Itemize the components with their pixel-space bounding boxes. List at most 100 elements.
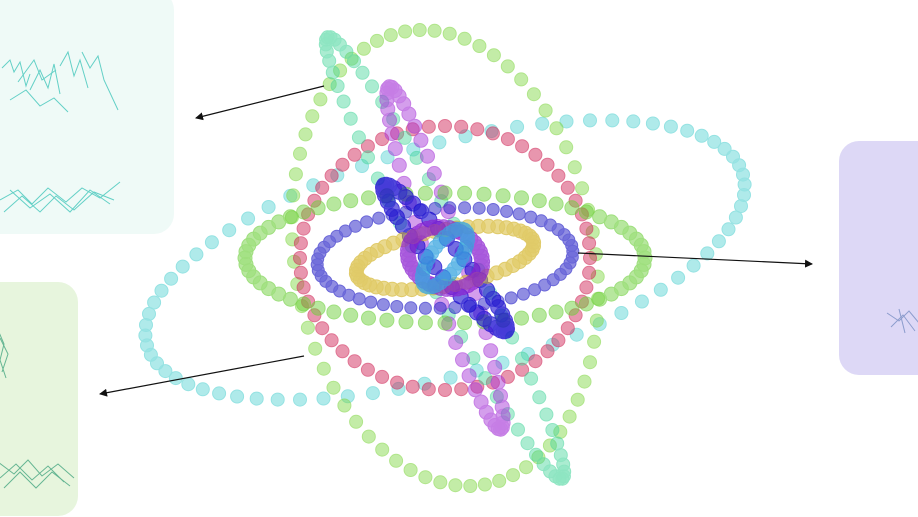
orbit-bead [139, 318, 153, 332]
orbit-bead [397, 130, 412, 145]
orbit-bead [550, 436, 565, 451]
orbit-bead [307, 308, 322, 323]
orbit-bead [306, 178, 321, 193]
orbit-bead [728, 210, 743, 225]
orbit-bead [238, 256, 254, 272]
orbit-bead [344, 51, 359, 66]
orbit-bead [485, 126, 500, 141]
orbit-bead [514, 72, 529, 87]
orbit-bead [261, 281, 277, 297]
orbit-bead [568, 193, 583, 208]
orbit-bead [551, 168, 566, 183]
orbit-bead [492, 473, 507, 488]
orbit-bead [500, 59, 515, 74]
orbit-bead [528, 283, 542, 297]
orbit-bead [549, 121, 564, 136]
orbit-bead [293, 392, 307, 407]
orbit-bead [348, 219, 362, 233]
orbit-bead [454, 329, 469, 344]
orbit-bead [290, 277, 305, 291]
orbit-bead [486, 48, 501, 63]
orbit-bead [484, 124, 499, 139]
orbit-bead [376, 298, 390, 312]
orbit-bead [310, 300, 326, 316]
orbit-bead [707, 134, 722, 149]
orbit-bead [514, 190, 529, 206]
orbit-bead [565, 239, 579, 252]
orbit-bead [417, 185, 433, 201]
orbit-bead [426, 166, 442, 181]
orbit-bead [319, 44, 334, 59]
orbit-bead [590, 269, 605, 284]
orbit-bead [335, 157, 350, 172]
orbit-bead [433, 475, 448, 490]
orbit-bead [589, 313, 604, 328]
orbit-bead [514, 310, 529, 326]
orbit-bead [548, 304, 564, 320]
orbit-bead [305, 109, 320, 124]
orbit-bead [175, 259, 190, 274]
orbit-bead [391, 157, 407, 173]
orbit-bead [506, 468, 520, 483]
orbit-bead [355, 65, 370, 80]
orbit-bead [560, 180, 575, 195]
orbit-bead [495, 355, 510, 370]
orbit-bead [500, 204, 514, 218]
orbit-bead [583, 251, 597, 265]
orbit-bead [495, 415, 511, 431]
motion-sketch-right [886, 308, 918, 334]
orbit-bead [389, 453, 404, 468]
orbit-bead [413, 132, 429, 148]
orbit-bead [315, 180, 330, 195]
orbit-bead [421, 119, 436, 134]
orbit-bead [499, 320, 515, 337]
orbit-bead [531, 450, 546, 465]
orbit-bead [582, 265, 597, 280]
orbit-bead [457, 31, 472, 46]
orbit-bead [614, 306, 629, 320]
orbit-bead [164, 271, 179, 286]
orbit-bead [583, 113, 597, 128]
orbit-bead [261, 200, 276, 214]
orbit-bead [680, 123, 695, 138]
orbit-bead [520, 436, 535, 451]
orbit-bead [732, 158, 747, 173]
orbit-bead [493, 388, 508, 404]
orbit-bead [204, 235, 219, 250]
orbit-bead [485, 375, 500, 390]
orbit-bead [343, 193, 359, 209]
orbit-bead [457, 185, 473, 201]
orbit-bead [515, 139, 530, 154]
orbit-bead [375, 369, 390, 384]
orbit-bead [296, 280, 311, 295]
orbit-bead [361, 150, 375, 165]
lime-ellipse-orbit [285, 23, 605, 493]
orbit-bead [737, 177, 752, 192]
orbit-bead [694, 128, 709, 143]
orbit-bead [296, 296, 312, 312]
orbit-bead [477, 477, 492, 492]
orbit-bead [568, 308, 583, 323]
orbit-bead [325, 65, 340, 80]
orbit-bead [379, 312, 395, 328]
orbit-bead [285, 232, 300, 247]
orbit-bead [360, 139, 375, 154]
orbit-bead [519, 460, 534, 475]
orbit-bead [592, 291, 608, 307]
orbit-bead [438, 119, 452, 133]
orbit-bead [154, 283, 169, 298]
orbit-bead [473, 394, 489, 410]
orbit-bead [483, 412, 499, 428]
orbit-bead [545, 423, 560, 437]
orbit-bead [634, 294, 649, 309]
orbit-bead [181, 377, 196, 392]
orbit-bead [540, 157, 555, 172]
arrow-to-right-panel [577, 252, 813, 268]
orbit-bead [339, 44, 354, 59]
orbit-bead [454, 221, 470, 237]
orbit-bead [478, 371, 493, 386]
orbit-bead [288, 167, 303, 182]
orbit-bead [711, 234, 726, 249]
orbit-bead [490, 374, 506, 390]
